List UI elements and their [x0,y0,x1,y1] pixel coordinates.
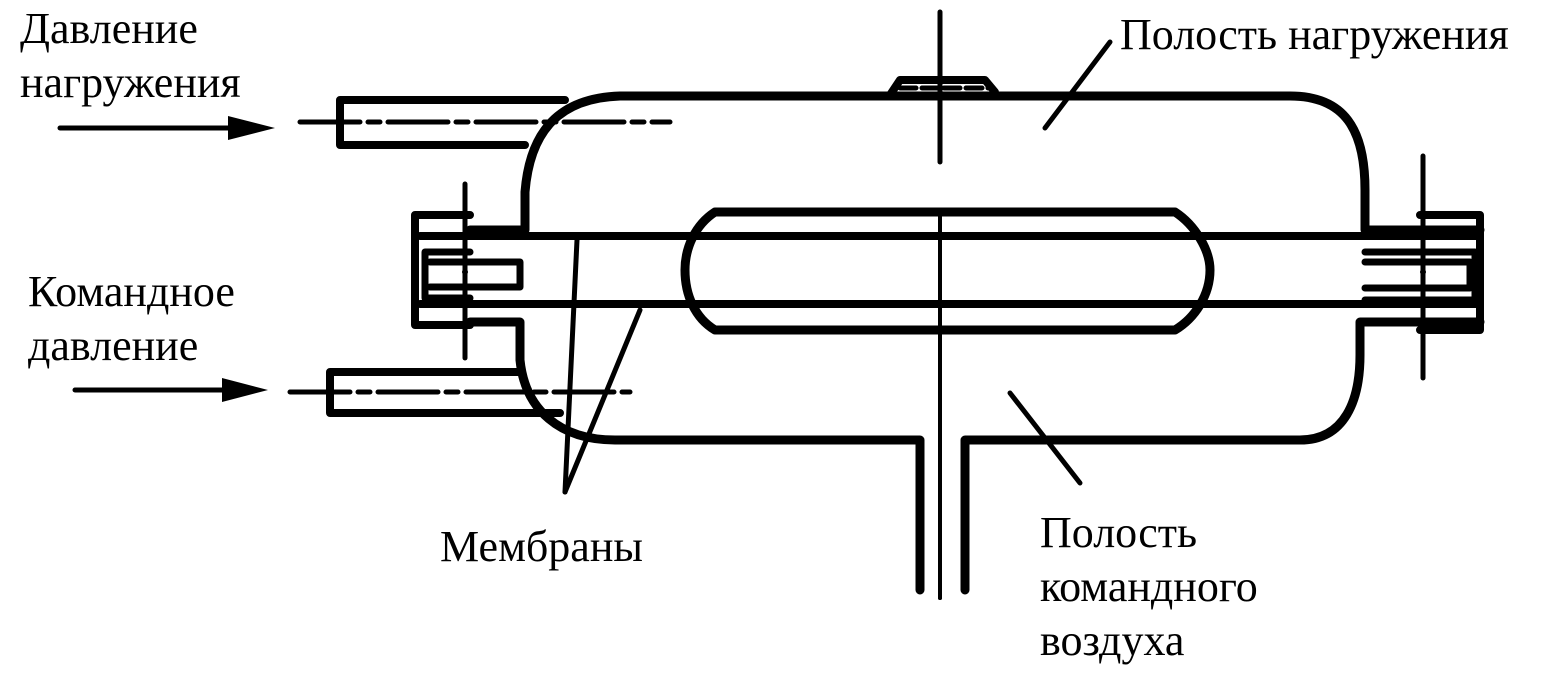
command-pressure-label: Командное давление [28,265,235,373]
lower-cover-outline-right [960,317,1485,595]
central-disk-outer [680,207,1215,335]
left-flange [411,211,474,329]
load-pressure-label-line2: нагружения [20,58,241,107]
membranes-label: Мембраны [440,520,643,574]
load-pressure-arrow-head [228,116,275,140]
load-pressure-label-line1: Давление [20,4,198,53]
membranes-label-text: Мембраны [440,522,643,571]
command-cavity-leader [1007,390,1083,486]
lower-cover-outline [465,317,925,595]
command-air-cavity-label-line1: Полость [1040,508,1198,557]
membrane-leader-1 [562,237,580,495]
membrane-leader-2 [562,307,643,495]
upper-cover-outline [465,91,1485,235]
left-flange-slot [426,258,524,291]
load-pressure-label: Давление нагружения [20,2,241,110]
command-pressure-label-line2: давление [28,321,199,370]
left-bolt-dot [462,269,468,275]
left-flange-inner [421,248,474,302]
right-flange-slot [1361,258,1474,292]
command-pressure-label-line1: Командное [28,267,235,316]
load-cavity-label: Полость нагружения [1120,8,1509,62]
right-flange [1416,211,1484,334]
command-air-cavity-label: Полость командного воздуха [1040,506,1258,668]
load-cavity-leader [1042,39,1113,131]
command-pressure-arrow-head [222,378,268,402]
right-bolt-dot [1420,269,1426,275]
command-air-cavity-label-line2: командного [1040,562,1258,611]
command-air-cavity-label-line3: воздуха [1040,616,1185,665]
load-cavity-label-text: Полость нагружения [1120,10,1509,59]
